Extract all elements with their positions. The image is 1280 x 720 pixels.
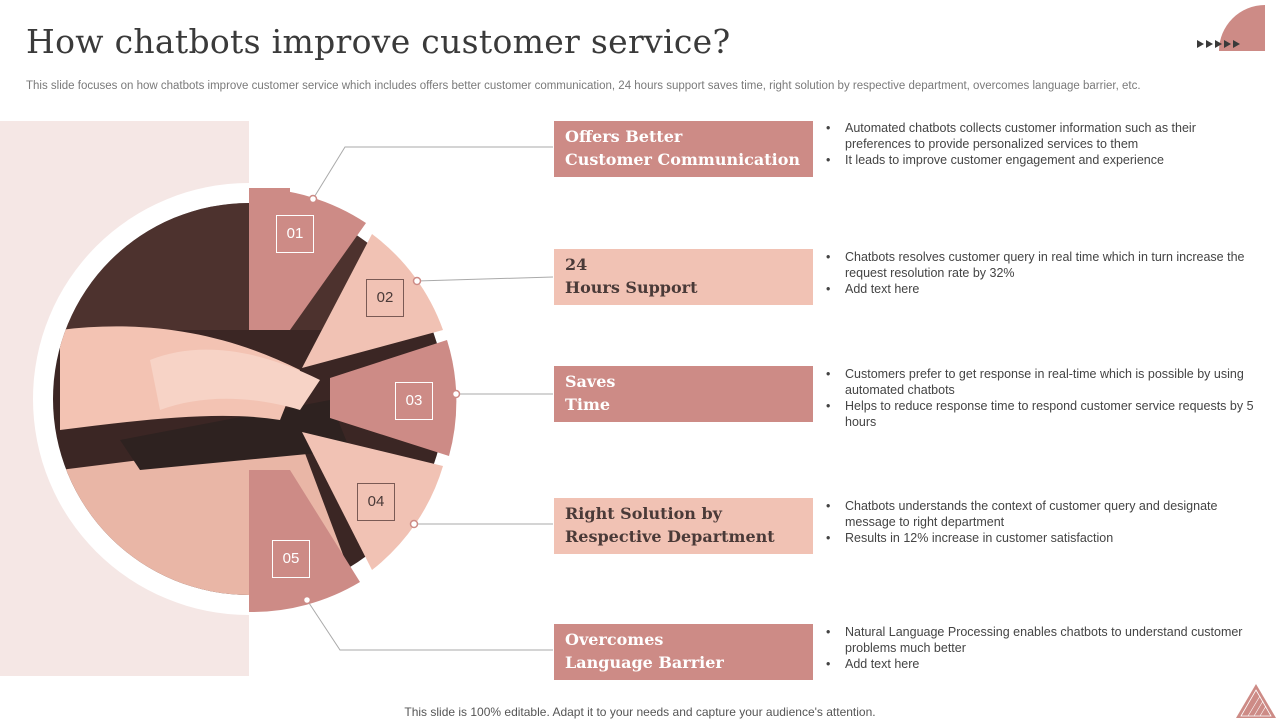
bullet-item: Add text here — [826, 281, 1256, 297]
segment-03 — [330, 340, 457, 456]
segment-02 — [302, 234, 443, 368]
label-offers-better-communication: Offers Better Customer Communication — [554, 121, 813, 177]
bullet-item: Natural Language Processing enables chat… — [826, 624, 1256, 656]
bullet-item: Helps to reduce response time to respond… — [826, 398, 1256, 430]
bullet-item: Chatbots resolves customer query in real… — [826, 249, 1256, 281]
bullet-item: Automated chatbots collects customer inf… — [826, 120, 1256, 152]
bullet-item: Customers prefer to get response in real… — [826, 366, 1256, 398]
label-saves-time: Saves Time — [554, 366, 813, 422]
process-wheel — [33, 146, 554, 651]
label-24-hours-support: 24 Hours Support — [554, 249, 813, 305]
bullets-01: Automated chatbots collects customer inf… — [826, 120, 1256, 168]
bullets-05: Natural Language Processing enables chat… — [826, 624, 1256, 672]
corner-triangle-decoration — [1236, 684, 1276, 718]
bullet-item: It leads to improve customer engagement … — [826, 152, 1256, 168]
bullet-item: Results in 12% increase in customer sati… — [826, 530, 1256, 546]
step-number-02: 02 — [366, 279, 404, 317]
slide-footer: This slide is 100% editable. Adapt it to… — [404, 705, 876, 719]
step-number-01: 01 — [276, 215, 314, 253]
segment-01-rect — [249, 188, 290, 330]
bullets-03: Customers prefer to get response in real… — [826, 366, 1256, 430]
bullet-item: Chatbots understands the context of cust… — [826, 498, 1256, 530]
slide-title: How chatbots improve customer service? — [26, 22, 731, 61]
step-number-05: 05 — [272, 540, 310, 578]
bullets-02: Chatbots resolves customer query in real… — [826, 249, 1256, 297]
slide-subtitle: This slide focuses on how chatbots impro… — [26, 80, 1141, 92]
bullet-item: Add text here — [826, 656, 1256, 672]
step-number-03: 03 — [395, 382, 433, 420]
corner-decoration-top-right — [1197, 5, 1265, 51]
bullets-04: Chatbots understands the context of cust… — [826, 498, 1256, 546]
segment-05 — [249, 470, 360, 613]
label-right-solution: Right Solution by Respective Department — [554, 498, 813, 554]
step-number-04: 04 — [357, 483, 395, 521]
label-overcomes-language-barrier: Overcomes Language Barrier — [554, 624, 813, 680]
segment-04 — [302, 432, 443, 570]
